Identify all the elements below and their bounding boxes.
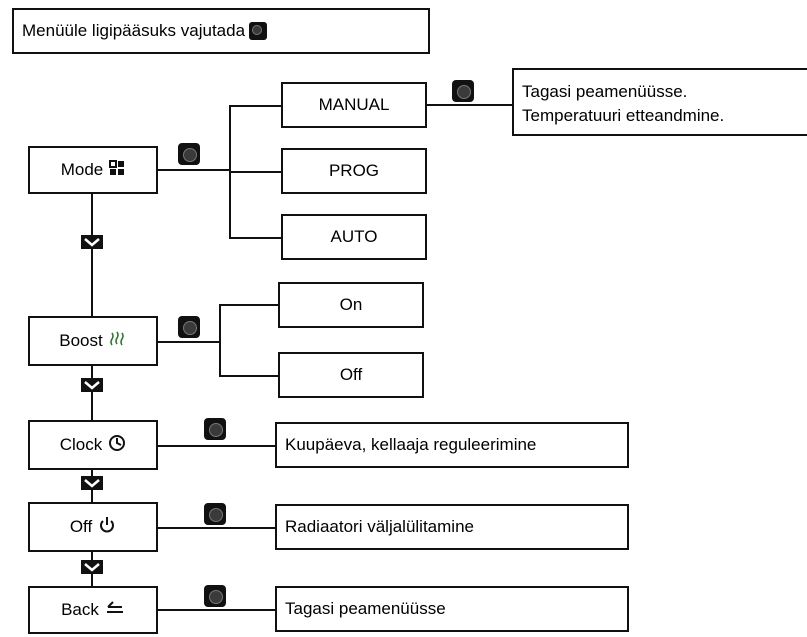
- boost-heat-icon: [109, 330, 127, 353]
- boost-option-on-label: On: [339, 295, 363, 314]
- down-chevron-icon: [81, 560, 103, 574]
- mode-option-manual-label: MANUAL: [318, 95, 390, 114]
- mode-option-manual[interactable]: MANUAL: [281, 82, 427, 128]
- boost-option-off-label: Off: [339, 365, 363, 384]
- off-description: Radiaatori väljalülitamine: [285, 517, 474, 536]
- ok-button-icon: [452, 80, 474, 102]
- menu-item-clock[interactable]: Clock: [28, 420, 158, 470]
- ok-button-icon: [204, 418, 226, 440]
- clock-description: Kuupäeva, kellaaja reguleerimine: [285, 435, 537, 454]
- manual-note-line1: Tagasi peamenüüsse.: [522, 82, 688, 101]
- back-description-box: Tagasi peamenüüsse: [275, 586, 629, 632]
- ok-button-icon: [204, 503, 226, 525]
- manual-note-box: Tagasi peamenüüsse. Temperatuuri etteand…: [512, 68, 807, 136]
- down-chevron-icon: [81, 378, 103, 392]
- menu-label-clock: Clock: [59, 435, 103, 454]
- back-arrow-icon: [105, 600, 125, 621]
- mode-option-prog[interactable]: PROG: [281, 148, 427, 194]
- menu-label-off: Off: [69, 517, 93, 536]
- off-description-box: Radiaatori väljalülitamine: [275, 504, 629, 550]
- menu-item-off[interactable]: Off: [28, 502, 158, 552]
- menu-item-boost[interactable]: Boost: [28, 316, 158, 366]
- ok-button-icon: [204, 585, 226, 607]
- mode-option-auto[interactable]: AUTO: [281, 214, 427, 260]
- mode-option-prog-label: PROG: [328, 161, 380, 180]
- boost-option-on[interactable]: On: [278, 282, 424, 328]
- ok-button-icon: [249, 22, 268, 40]
- clock-icon: [108, 434, 126, 457]
- boost-option-off[interactable]: Off: [278, 352, 424, 398]
- menu-item-back[interactable]: Back: [28, 586, 158, 634]
- ok-button-icon: [178, 143, 200, 165]
- menu-item-mode[interactable]: Mode: [28, 146, 158, 194]
- menu-label-mode: Mode: [60, 160, 104, 179]
- back-description: Tagasi peamenüüsse: [285, 599, 446, 618]
- menu-label-back: Back: [61, 600, 99, 619]
- down-chevron-icon: [81, 235, 103, 249]
- menu-label-boost: Boost: [59, 331, 103, 350]
- mode-option-auto-label: AUTO: [330, 227, 378, 246]
- clock-description-box: Kuupäeva, kellaaja reguleerimine: [275, 422, 629, 468]
- instruction-box: Menüüle ligipääsuks vajutada: [12, 8, 430, 54]
- ok-button-icon: [178, 316, 200, 338]
- manual-note-line2: Temperatuuri etteandmine.: [522, 106, 725, 125]
- instruction-text: Menüüle ligipääsuks vajutada: [22, 21, 246, 40]
- power-icon: [98, 516, 116, 539]
- mode-grid-icon: [109, 159, 125, 181]
- down-chevron-icon: [81, 476, 103, 490]
